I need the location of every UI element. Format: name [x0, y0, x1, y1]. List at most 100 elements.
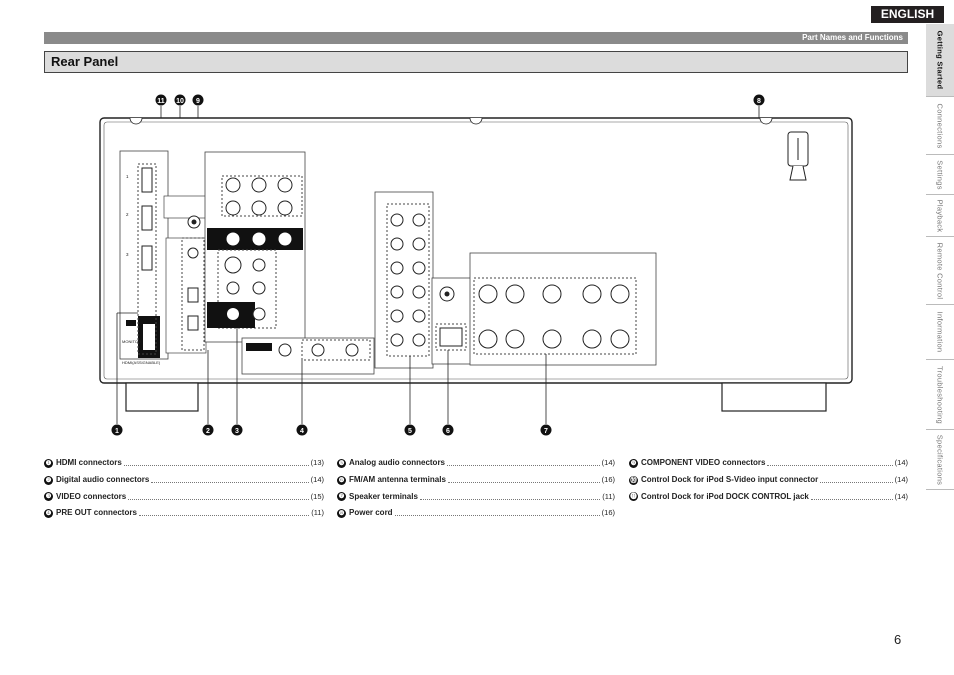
svg-text:6: 6: [446, 428, 450, 435]
tab-remote-control[interactable]: Remote Control: [926, 237, 954, 305]
legend-number: ❸: [44, 492, 53, 502]
legend-page-ref[interactable]: (14): [894, 458, 908, 468]
tab-specifications[interactable]: Specifications: [926, 430, 954, 490]
legend-page-ref[interactable]: (14): [894, 475, 908, 485]
pre-out-section: [241, 337, 375, 375]
legend-number: ❺: [337, 458, 346, 468]
tab-settings[interactable]: Settings: [926, 155, 954, 195]
callout-5: 5: [404, 424, 416, 436]
legend-number: ❽: [337, 508, 346, 518]
svg-text:10: 10: [176, 98, 184, 105]
leader-dots: [128, 494, 309, 500]
legend-page-ref[interactable]: (16): [601, 475, 615, 485]
legend-page-ref[interactable]: (14): [894, 491, 908, 501]
tab-label: Settings: [935, 159, 945, 190]
svg-text:5: 5: [408, 428, 412, 435]
tab-playback[interactable]: Playback: [926, 195, 954, 237]
legend-label: Analog audio connectors: [349, 458, 446, 468]
svg-text:HDMI(ASSIGNABLE): HDMI(ASSIGNABLE): [122, 360, 161, 365]
analog-audio-section: [374, 191, 434, 369]
language-badge: ENGLISH: [871, 6, 944, 23]
section-title: Part Names and Functions: [802, 33, 903, 42]
leader-dots: [151, 477, 309, 484]
legend-page-ref[interactable]: (14): [601, 458, 615, 468]
leader-dots: [820, 477, 893, 484]
callout-3: 3: [231, 424, 243, 436]
leader-dots: [810, 494, 893, 500]
callout-6: 6: [442, 424, 454, 436]
legend-page-ref[interactable]: (14): [310, 475, 324, 485]
legend-label: FM/AM antenna terminals: [349, 475, 446, 485]
legend-number: ⓾: [629, 475, 638, 485]
speaker-section: [469, 252, 657, 366]
legend-page-ref[interactable]: (15): [310, 491, 324, 501]
leader-dots: [447, 460, 600, 467]
svg-text:3: 3: [235, 428, 239, 435]
legend-page-ref[interactable]: (11): [311, 508, 324, 518]
tab-getting-started[interactable]: Getting Started: [926, 24, 954, 97]
callout-2: 2: [202, 424, 214, 436]
svg-text:2: 2: [126, 212, 129, 217]
legend-number: ❷: [44, 475, 53, 485]
tab-connections[interactable]: Connections: [926, 97, 954, 155]
tab-information[interactable]: Information: [926, 305, 954, 360]
legend-label: VIDEO connectors: [56, 491, 127, 501]
svg-text:1: 1: [115, 428, 119, 435]
legend-label: Digital audio connectors: [56, 475, 150, 485]
legend-number: ❾: [629, 458, 638, 468]
svg-text:9: 9: [196, 98, 200, 105]
svg-text:3: 3: [126, 252, 129, 257]
tab-label: Getting Started: [935, 30, 945, 90]
callout-1: 1: [111, 424, 123, 436]
svg-text:11: 11: [157, 98, 165, 105]
legend-number: ⓫: [629, 492, 638, 502]
leader-dots: [447, 477, 600, 484]
leader-dots: [767, 460, 893, 467]
tab-label: Playback: [935, 199, 945, 232]
rear-panel-diagram: 11 10 9 8 1 2 3 MONITOR: [99, 94, 853, 436]
legend-page-ref[interactable]: (13): [310, 458, 324, 468]
legend-page-ref[interactable]: (16): [601, 508, 615, 518]
page-number: 6: [894, 632, 902, 647]
leader-dots: [123, 460, 309, 467]
svg-text:4: 4: [300, 428, 304, 435]
legend-label: Control Dock for iPod S-Video input conn…: [641, 475, 819, 485]
leader-dots: [419, 494, 601, 500]
page-title-box: Rear Panel: [44, 51, 908, 73]
leader-dots: [138, 510, 310, 517]
callout-11: 11: [155, 94, 167, 106]
legend-number: ❼: [337, 492, 346, 502]
legend-label: Speaker terminals: [349, 491, 418, 501]
component-video-section: [204, 151, 306, 343]
leader-dots: [394, 510, 600, 517]
side-nav: Getting Started Connections Settings Pla…: [926, 24, 954, 490]
antenna-section: [431, 277, 473, 365]
legend-number: ❻: [337, 475, 346, 485]
hdmi-section: 1 2 3 MONITOR HDMI(ASSIGNABLE): [119, 150, 169, 365]
svg-text:2: 2: [206, 428, 210, 435]
callout-10: 10: [174, 94, 186, 106]
tab-label: Information: [935, 311, 945, 353]
svg-text:8: 8: [757, 98, 761, 105]
legend-page-ref[interactable]: (11): [602, 491, 615, 501]
legend-number: ❶: [44, 458, 53, 468]
legend-number: ❹: [44, 508, 53, 518]
svg-text:1: 1: [126, 174, 129, 179]
svg-text:7: 7: [544, 428, 548, 435]
legend-label: PRE OUT connectors: [56, 508, 137, 518]
callout-8: 8: [753, 94, 765, 106]
page-title: Rear Panel: [51, 54, 119, 69]
tab-troubleshooting[interactable]: Troubleshooting: [926, 360, 954, 430]
